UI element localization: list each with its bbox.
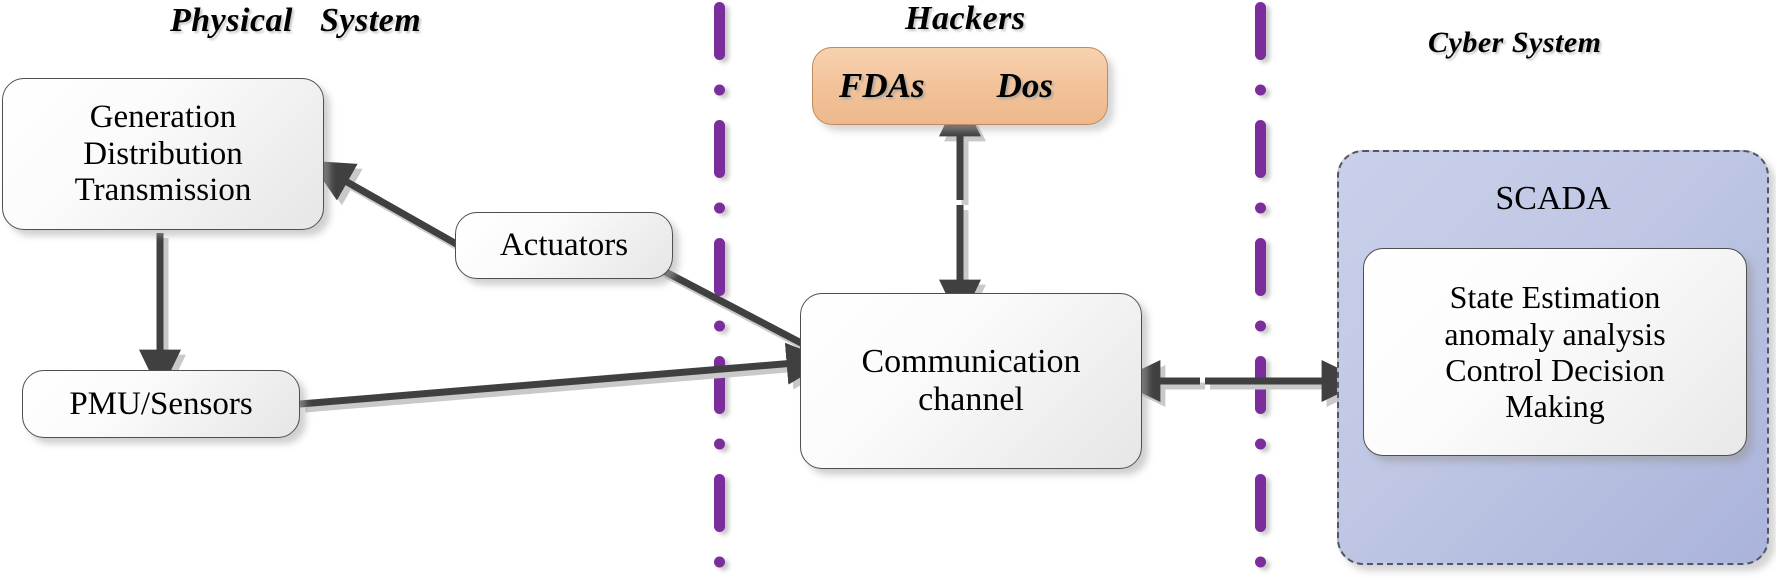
node-communication-line-1: Communication bbox=[861, 342, 1081, 380]
node-communication-channel[interactable]: Communication channel bbox=[800, 293, 1142, 469]
node-actuators-label: Actuators bbox=[499, 227, 629, 264]
scada-function-line-1: State Estimation bbox=[1449, 279, 1661, 316]
hackers-fdas-label: FDAs bbox=[839, 66, 925, 105]
scada-function-line-4: Making bbox=[1505, 388, 1605, 425]
node-scada-container[interactable]: SCADA State Estimation anomaly analysis … bbox=[1337, 150, 1769, 565]
node-pmu-label: PMU/Sensors bbox=[69, 385, 253, 422]
section-title-cyber-system: Cyber System bbox=[1428, 26, 1602, 59]
divider-physical-cyber-left bbox=[714, 2, 725, 568]
node-pmu-sensors[interactable]: PMU/Sensors bbox=[22, 370, 300, 438]
scada-label: SCADA bbox=[1495, 180, 1611, 217]
node-actuators[interactable]: Actuators bbox=[455, 212, 673, 279]
node-generation-distribution-transmission[interactable]: Generation Distribution Transmission bbox=[2, 78, 324, 230]
node-generation-line-2: Distribution bbox=[83, 135, 243, 172]
arrow-actuators-to-generation bbox=[309, 160, 462, 250]
node-hackers-attacks[interactable]: FDAs Dos bbox=[812, 47, 1108, 125]
section-title-physical-system: Physical System bbox=[170, 2, 422, 39]
section-title-hackers: Hackers bbox=[905, 0, 1026, 37]
divider-cyber-right bbox=[1255, 2, 1266, 568]
scada-function-line-2: anomaly analysis bbox=[1444, 315, 1666, 352]
node-generation-line-3: Transmission bbox=[74, 172, 252, 209]
scada-function-line-3: Control Decision bbox=[1445, 352, 1665, 388]
node-communication-line-2: channel bbox=[918, 381, 1024, 418]
hackers-dos-label: Dos bbox=[996, 66, 1053, 105]
node-scada-functions[interactable]: State Estimation anomaly analysis Contro… bbox=[1363, 248, 1747, 456]
node-generation-line-1: Generation bbox=[89, 98, 237, 135]
